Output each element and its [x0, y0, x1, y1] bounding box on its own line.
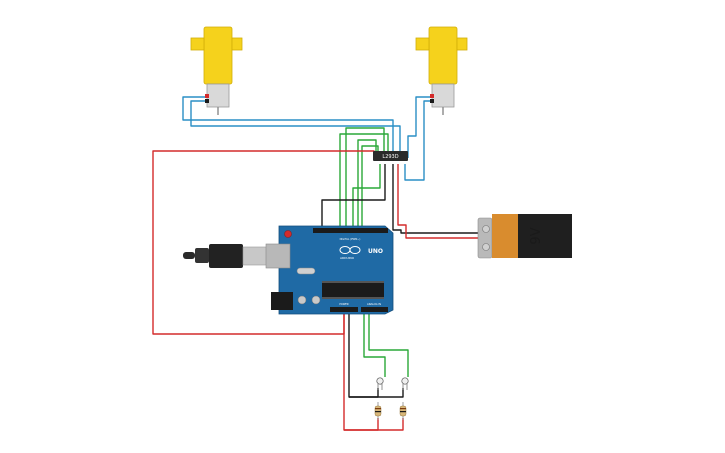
usb-cable-body: [195, 248, 209, 263]
arduino-board: [278, 225, 394, 315]
wire-black-ic-gnd[interactable]: [321, 164, 386, 229]
capacitor-2: [311, 295, 321, 305]
battery-9v[interactable]: 9V: [477, 214, 572, 259]
arduino-model-label: UNO: [368, 248, 383, 255]
battery-body: [518, 214, 572, 258]
motor-left-can: [206, 83, 230, 108]
chip-socket-bottom: [322, 297, 384, 299]
digital-header-label: DIGITAL (PWM~): [340, 237, 361, 241]
arduino-uno[interactable]: DIGITAL (PWM~) UNO ARDUINO POWER ANALOG …: [183, 225, 394, 315]
usb-cable-head: [209, 244, 243, 268]
driver-ic-label: L293D: [382, 154, 398, 160]
motor-left-tab-top: [190, 37, 205, 51]
capacitor-1: [297, 295, 307, 305]
motor-left[interactable]: [190, 26, 243, 115]
motor-left-tab-side: [231, 37, 243, 51]
resistor-1-band-1: [375, 408, 381, 410]
wire-blue-left-motor-b[interactable]: [190, 100, 401, 158]
wire-green-a0[interactable]: [363, 313, 386, 377]
wire-green-a1[interactable]: [368, 313, 409, 377]
battery-terminal-cap: [477, 217, 493, 259]
battery-terminal-neg: [482, 243, 490, 251]
analog-header-label: ANALOG IN: [367, 302, 381, 306]
arduino-brand-label: ARDUINO: [340, 256, 355, 260]
resistor-1-band-2: [375, 411, 381, 413]
battery-terminal-pos: [482, 225, 490, 233]
wires: [152, 96, 480, 431]
atmega-chip: [322, 283, 384, 297]
motor-right[interactable]: [415, 26, 468, 115]
driver-ic-body: [373, 151, 408, 161]
wire-blue-left-motor-a[interactable]: [182, 96, 394, 158]
motor-right-terminal-black: [430, 99, 434, 103]
power-header: [330, 307, 358, 312]
wire-blue-right-motor-a[interactable]: [407, 96, 430, 158]
motor-right-tab-top: [415, 37, 430, 51]
usb-connector-metal: [242, 246, 268, 266]
power-header-label: POWER: [339, 302, 349, 306]
power-jack: [271, 292, 293, 310]
motor-right-tab-side: [456, 37, 468, 51]
battery-label: 9V: [529, 227, 544, 244]
photodiode-1-head: [376, 377, 384, 385]
wire-green-in4[interactable]: [357, 139, 377, 229]
motor-left-terminal-red: [205, 94, 209, 98]
wire-green-in1[interactable]: [345, 127, 385, 229]
resistor-1[interactable]: [374, 402, 382, 420]
wire-green-in3[interactable]: [352, 164, 381, 229]
wire-black-battery[interactable]: [392, 164, 480, 234]
motor-left-terminal-black: [205, 99, 209, 103]
motor-right-can: [431, 83, 455, 108]
wire-black-sensor-2[interactable]: [349, 388, 379, 398]
analog-header: [361, 307, 388, 312]
chip-socket-top: [322, 281, 384, 283]
crystal: [296, 267, 316, 275]
arduino-logo-right: [349, 246, 361, 254]
battery-orange-band: [492, 214, 518, 258]
motor-right-terminal-red: [430, 94, 434, 98]
wire-blue-right-motor-b[interactable]: [404, 100, 430, 181]
driver-ic[interactable]: L293D: [373, 151, 408, 161]
usb-cable-plug-tip: [183, 252, 195, 259]
resistor-2-band-2: [400, 411, 406, 413]
digital-header: [313, 228, 388, 233]
resistor-2-band-1: [400, 408, 406, 410]
photodiode-1[interactable]: [376, 377, 384, 390]
wire-green-in2[interactable]: [339, 133, 389, 229]
photodiode-2[interactable]: [401, 377, 409, 390]
photodiode-2-head: [401, 377, 409, 385]
wire-red-resistor-2[interactable]: [344, 418, 379, 431]
motor-right-gearbox: [428, 26, 458, 85]
wire-black-sensor[interactable]: [348, 313, 404, 398]
resistor-2[interactable]: [399, 402, 407, 420]
wire-red-battery-pos[interactable]: [397, 164, 480, 239]
usb-jack: [265, 243, 291, 269]
wire-red-5v-resistors[interactable]: [343, 313, 404, 431]
reset-button[interactable]: [284, 230, 292, 238]
motor-left-gearbox: [203, 26, 233, 85]
